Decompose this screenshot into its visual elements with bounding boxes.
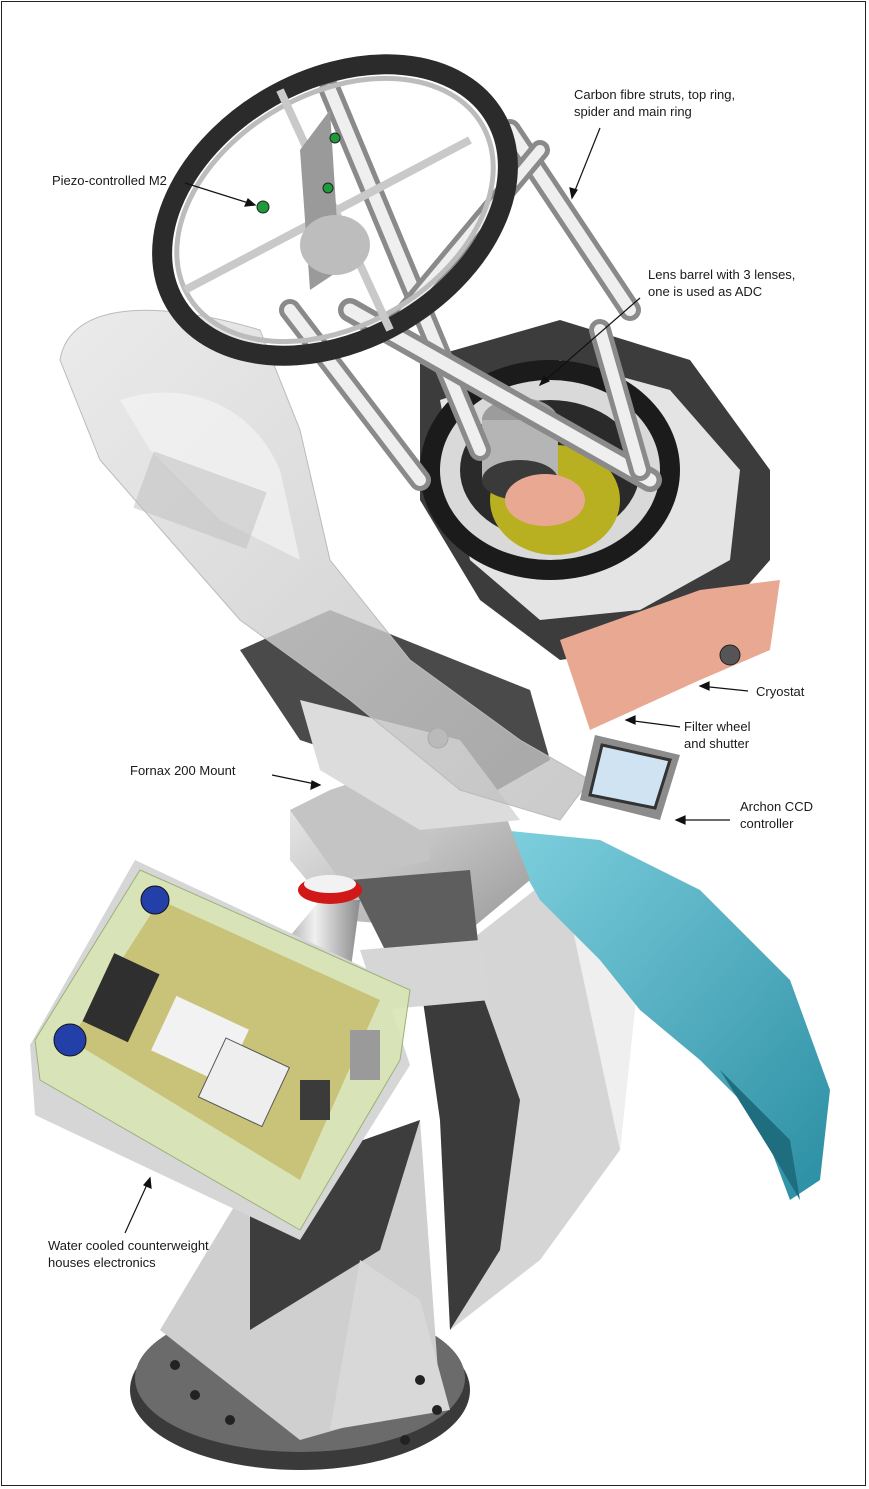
teal-cover bbox=[500, 830, 830, 1200]
mount-base bbox=[130, 1120, 470, 1470]
label-piezo-line-1: Piezo-controlled M2 bbox=[52, 173, 167, 188]
label-counterweight-line-2: houses electronics bbox=[48, 1255, 156, 1270]
label-lens-line-1: Lens barrel with 3 lenses, bbox=[648, 267, 796, 282]
archon-controller bbox=[580, 735, 680, 820]
top-ring bbox=[152, 54, 518, 366]
label-cryostat: Cryostat bbox=[756, 683, 804, 700]
label-mount-line-1: Fornax 200 Mount bbox=[130, 763, 236, 778]
label-filter-line-1: Filter wheel bbox=[684, 719, 751, 734]
label-archon-controller: Archon CCD controller bbox=[740, 798, 813, 832]
label-fornax-mount: Fornax 200 Mount bbox=[130, 762, 236, 779]
label-carbon-fibre-struts: Carbon fibre struts, top ring, spider an… bbox=[574, 86, 735, 120]
counterweight-housing bbox=[30, 860, 411, 1240]
transparent-fork bbox=[59, 309, 591, 821]
label-filter-line-2: and shutter bbox=[684, 736, 750, 751]
label-lens-line-2: one is used as ADC bbox=[648, 284, 763, 299]
label-archon-line-1: Archon CCD bbox=[740, 799, 813, 814]
label-carbon-line-2: spider and main ring bbox=[574, 104, 692, 119]
label-filter-wheel: Filter wheel and shutter bbox=[684, 718, 750, 752]
label-lens-barrel: Lens barrel with 3 lenses, one is used a… bbox=[648, 266, 795, 300]
label-counterweight: Water cooled counterweight houses electr… bbox=[48, 1237, 209, 1271]
label-counterweight-line-1: Water cooled counterweight bbox=[48, 1238, 209, 1253]
label-carbon-line-1: Carbon fibre struts, top ring, bbox=[574, 87, 736, 102]
leader-lines bbox=[124, 127, 749, 1234]
label-cryostat-line-1: Cryostat bbox=[756, 684, 805, 699]
label-piezo-m2: Piezo-controlled M2 bbox=[52, 172, 167, 189]
label-archon-line-2: controller bbox=[740, 816, 794, 831]
